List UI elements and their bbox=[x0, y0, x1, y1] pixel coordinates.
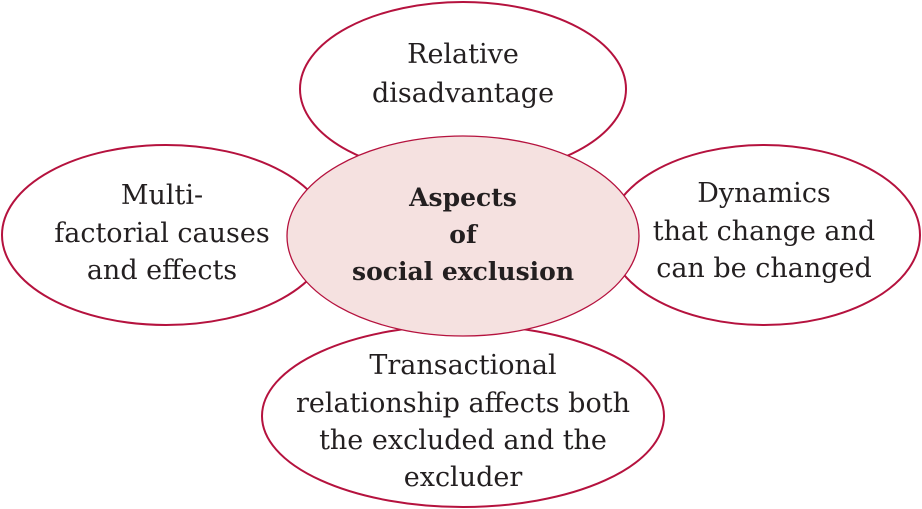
node-right-line: can be changed bbox=[656, 253, 872, 284]
node-bottom-line: relationship affects both bbox=[296, 388, 630, 419]
node-left-line: Multi- bbox=[121, 180, 203, 211]
node-left-line: and effects bbox=[87, 255, 237, 286]
node-left-line: factorial causes bbox=[54, 218, 269, 249]
node-top: Relative disadvantage bbox=[299, 1, 627, 177]
node-bottom-line: Transactional bbox=[369, 350, 556, 381]
node-right-line: that change and bbox=[653, 216, 875, 247]
node-right: Dynamics that change and can be changed bbox=[607, 144, 921, 326]
node-top-line: Relative bbox=[407, 39, 519, 70]
center-title-line: of bbox=[449, 220, 479, 249]
node-right-line: Dynamics bbox=[697, 178, 831, 209]
node-bottom-line: excluder bbox=[404, 462, 523, 493]
center-title-line: Aspects bbox=[408, 183, 517, 212]
node-bottom: Transactional relationship affects both … bbox=[261, 324, 665, 508]
center-title-line: social exclusion bbox=[352, 257, 574, 286]
node-top-line: disadvantage bbox=[372, 78, 554, 109]
node-bottom-line: the excluded and the bbox=[319, 425, 607, 456]
node-left: Multi- factorial causes and effects bbox=[1, 144, 331, 326]
node-center: Aspects of social exclusion bbox=[286, 135, 640, 337]
